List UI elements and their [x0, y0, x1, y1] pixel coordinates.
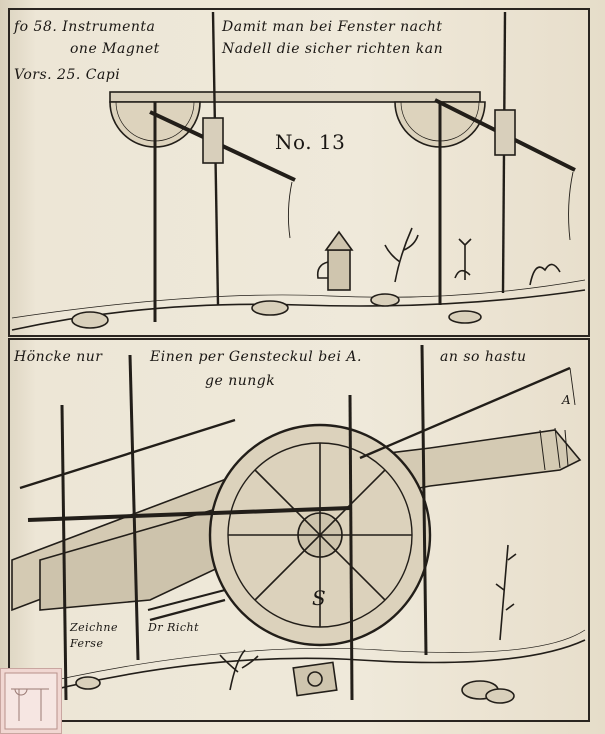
ground-label-richt: Dr Richt	[148, 621, 200, 634]
bottom-caption-line1-right: an so hastu	[440, 349, 527, 365]
bottom-caption-line1-left: Höncke nur	[14, 349, 103, 365]
bottom-caption-line2: ge nungk	[205, 373, 276, 389]
preview-thumbnail[interactable]	[0, 668, 62, 734]
top-illustration-panel	[8, 8, 590, 337]
label-s: S	[312, 586, 327, 610]
top-caption-line1-left: fo 58. Instrumenta	[14, 19, 156, 35]
top-caption-line2-left: one Magnet	[70, 41, 160, 57]
top-caption-line1-right: Damit man bei Fenster nacht	[222, 19, 443, 35]
label-a: A	[562, 393, 572, 407]
ground-label-ferse: Ferse	[70, 637, 104, 650]
top-caption-line2-right: Nadell die sicher richten kan	[222, 41, 444, 57]
thumbnail-image-icon	[4, 672, 58, 730]
top-caption-line3-left: Vors. 25. Capi	[14, 67, 121, 83]
ground-label-zeichne: Zeichne	[70, 621, 119, 634]
plate-number: No. 13	[275, 130, 346, 154]
bottom-caption-line1-mid: Einen per Gensteckul bei A.	[150, 349, 362, 365]
